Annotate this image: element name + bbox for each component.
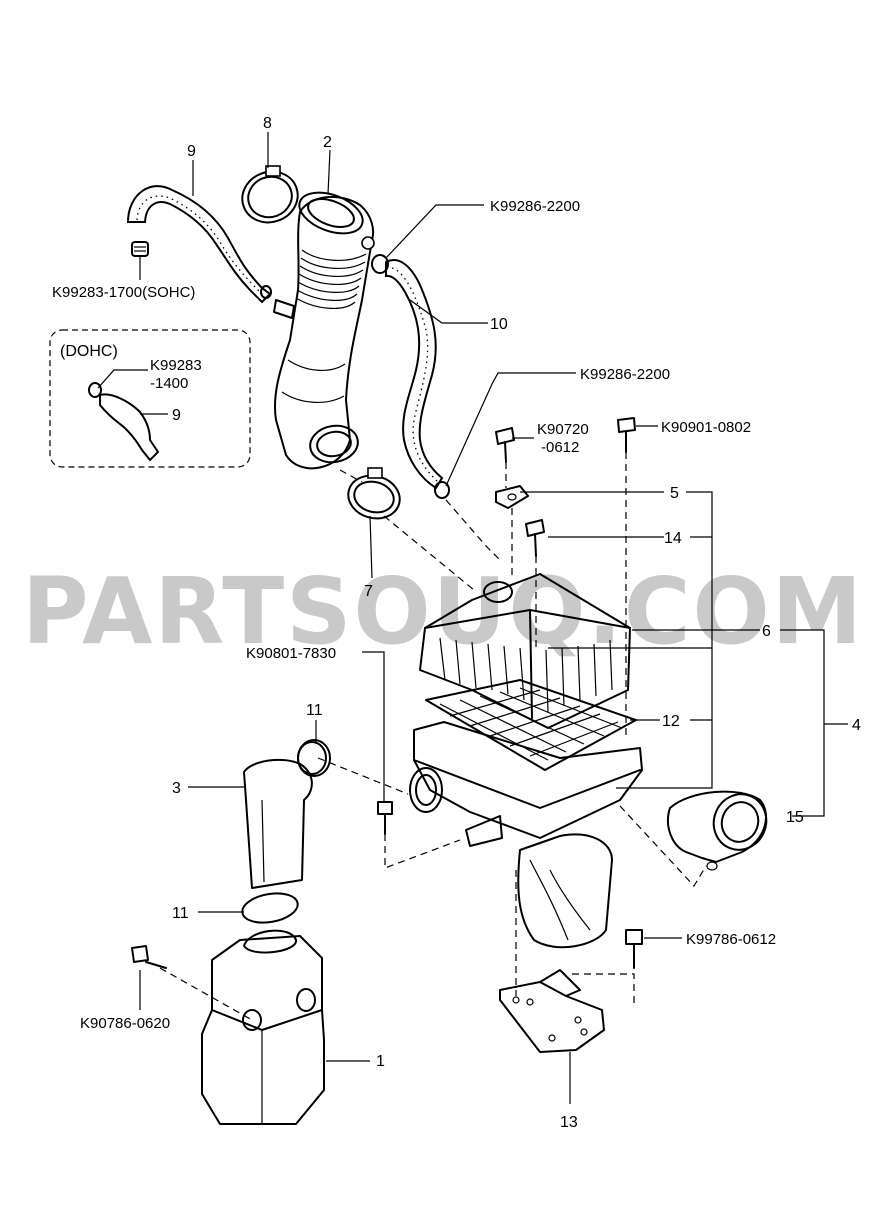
air-snorkel-15 xyxy=(667,790,768,871)
part-k90720-line2: -0612 xyxy=(541,439,579,456)
breather-hose-10 xyxy=(371,254,450,499)
air-cleaner-lower-body xyxy=(409,721,643,847)
cap-k99283-sohc xyxy=(131,241,149,257)
dohc-variant-box xyxy=(49,329,251,468)
callout-11-lower: 11 xyxy=(172,905,189,922)
callout-6: 6 xyxy=(762,623,771,640)
breather-hose-sohc xyxy=(126,185,272,304)
bolt-k90720 xyxy=(495,427,515,463)
callout-5: 5 xyxy=(670,485,679,502)
bolt-14 xyxy=(525,519,545,557)
callout-2: 2 xyxy=(323,134,332,151)
intake-hose-2 xyxy=(273,191,375,470)
callout-15: 15 xyxy=(786,809,804,826)
callout-8: 8 xyxy=(263,115,272,132)
callout-3: 3 xyxy=(172,780,181,797)
assembly-dashed-lines xyxy=(159,452,707,1021)
callout-10: 10 xyxy=(490,316,508,333)
gasket-11-upper xyxy=(297,741,327,775)
callout-11-upper: 11 xyxy=(306,702,323,719)
bolt-k99786 xyxy=(625,929,643,969)
callout-12: 12 xyxy=(662,713,680,730)
part-k90801-7830: K90801-7830 xyxy=(246,645,336,662)
callout-1: 1 xyxy=(376,1053,385,1070)
part-k99286-2200-top: K99286-2200 xyxy=(490,198,580,215)
callout-4: 4 xyxy=(852,717,861,734)
hose-clamp-8 xyxy=(241,165,299,224)
bolt-k90786 xyxy=(131,945,167,969)
part-k99286-2200-mid: K99286-2200 xyxy=(580,366,670,383)
gasket-11-lower xyxy=(241,892,299,924)
dohc-part-k99283: K99283 xyxy=(150,357,202,374)
callout-13: 13 xyxy=(560,1114,578,1131)
mounting-bracket-13 xyxy=(499,969,605,1053)
part-k90786-0620: K90786-0620 xyxy=(80,1015,170,1032)
callout-7: 7 xyxy=(364,583,373,600)
dohc-callout-9: 9 xyxy=(172,407,181,424)
watermark: PARTSOUQ.COM xyxy=(22,558,864,665)
callout-labels: 1 2 3 4 5 6 7 8 9 10 11 11 12 13 14 15 xyxy=(172,115,861,1131)
dohc-part-1400: -1400 xyxy=(150,375,188,392)
callout-9: 9 xyxy=(187,143,196,160)
part-k90720-line1: K90720 xyxy=(537,421,589,438)
resonator-duct-3 xyxy=(243,739,331,889)
dohc-title: (DOHC) xyxy=(60,343,118,360)
bolt-k90901 xyxy=(617,417,636,453)
air-duct-outlet xyxy=(517,833,613,949)
leader-lines xyxy=(97,132,848,1104)
hose-clamp-7 xyxy=(347,467,401,520)
bolt-k90801 xyxy=(377,801,393,835)
part-number-labels: K99286-2200 K99283-1700(SOHC) K99286-220… xyxy=(52,198,776,1032)
part-k90901-0802: K90901-0802 xyxy=(661,419,751,436)
bracket-5 xyxy=(495,485,529,509)
part-k99283-1700-sohc: K99283-1700(SOHC) xyxy=(52,284,195,301)
part-k99786-0612: K99786-0612 xyxy=(686,931,776,948)
callout-14: 14 xyxy=(664,530,682,547)
dohc-box-labels: (DOHC) K99283 -1400 9 xyxy=(60,343,202,424)
resonator-1 xyxy=(201,929,325,1125)
